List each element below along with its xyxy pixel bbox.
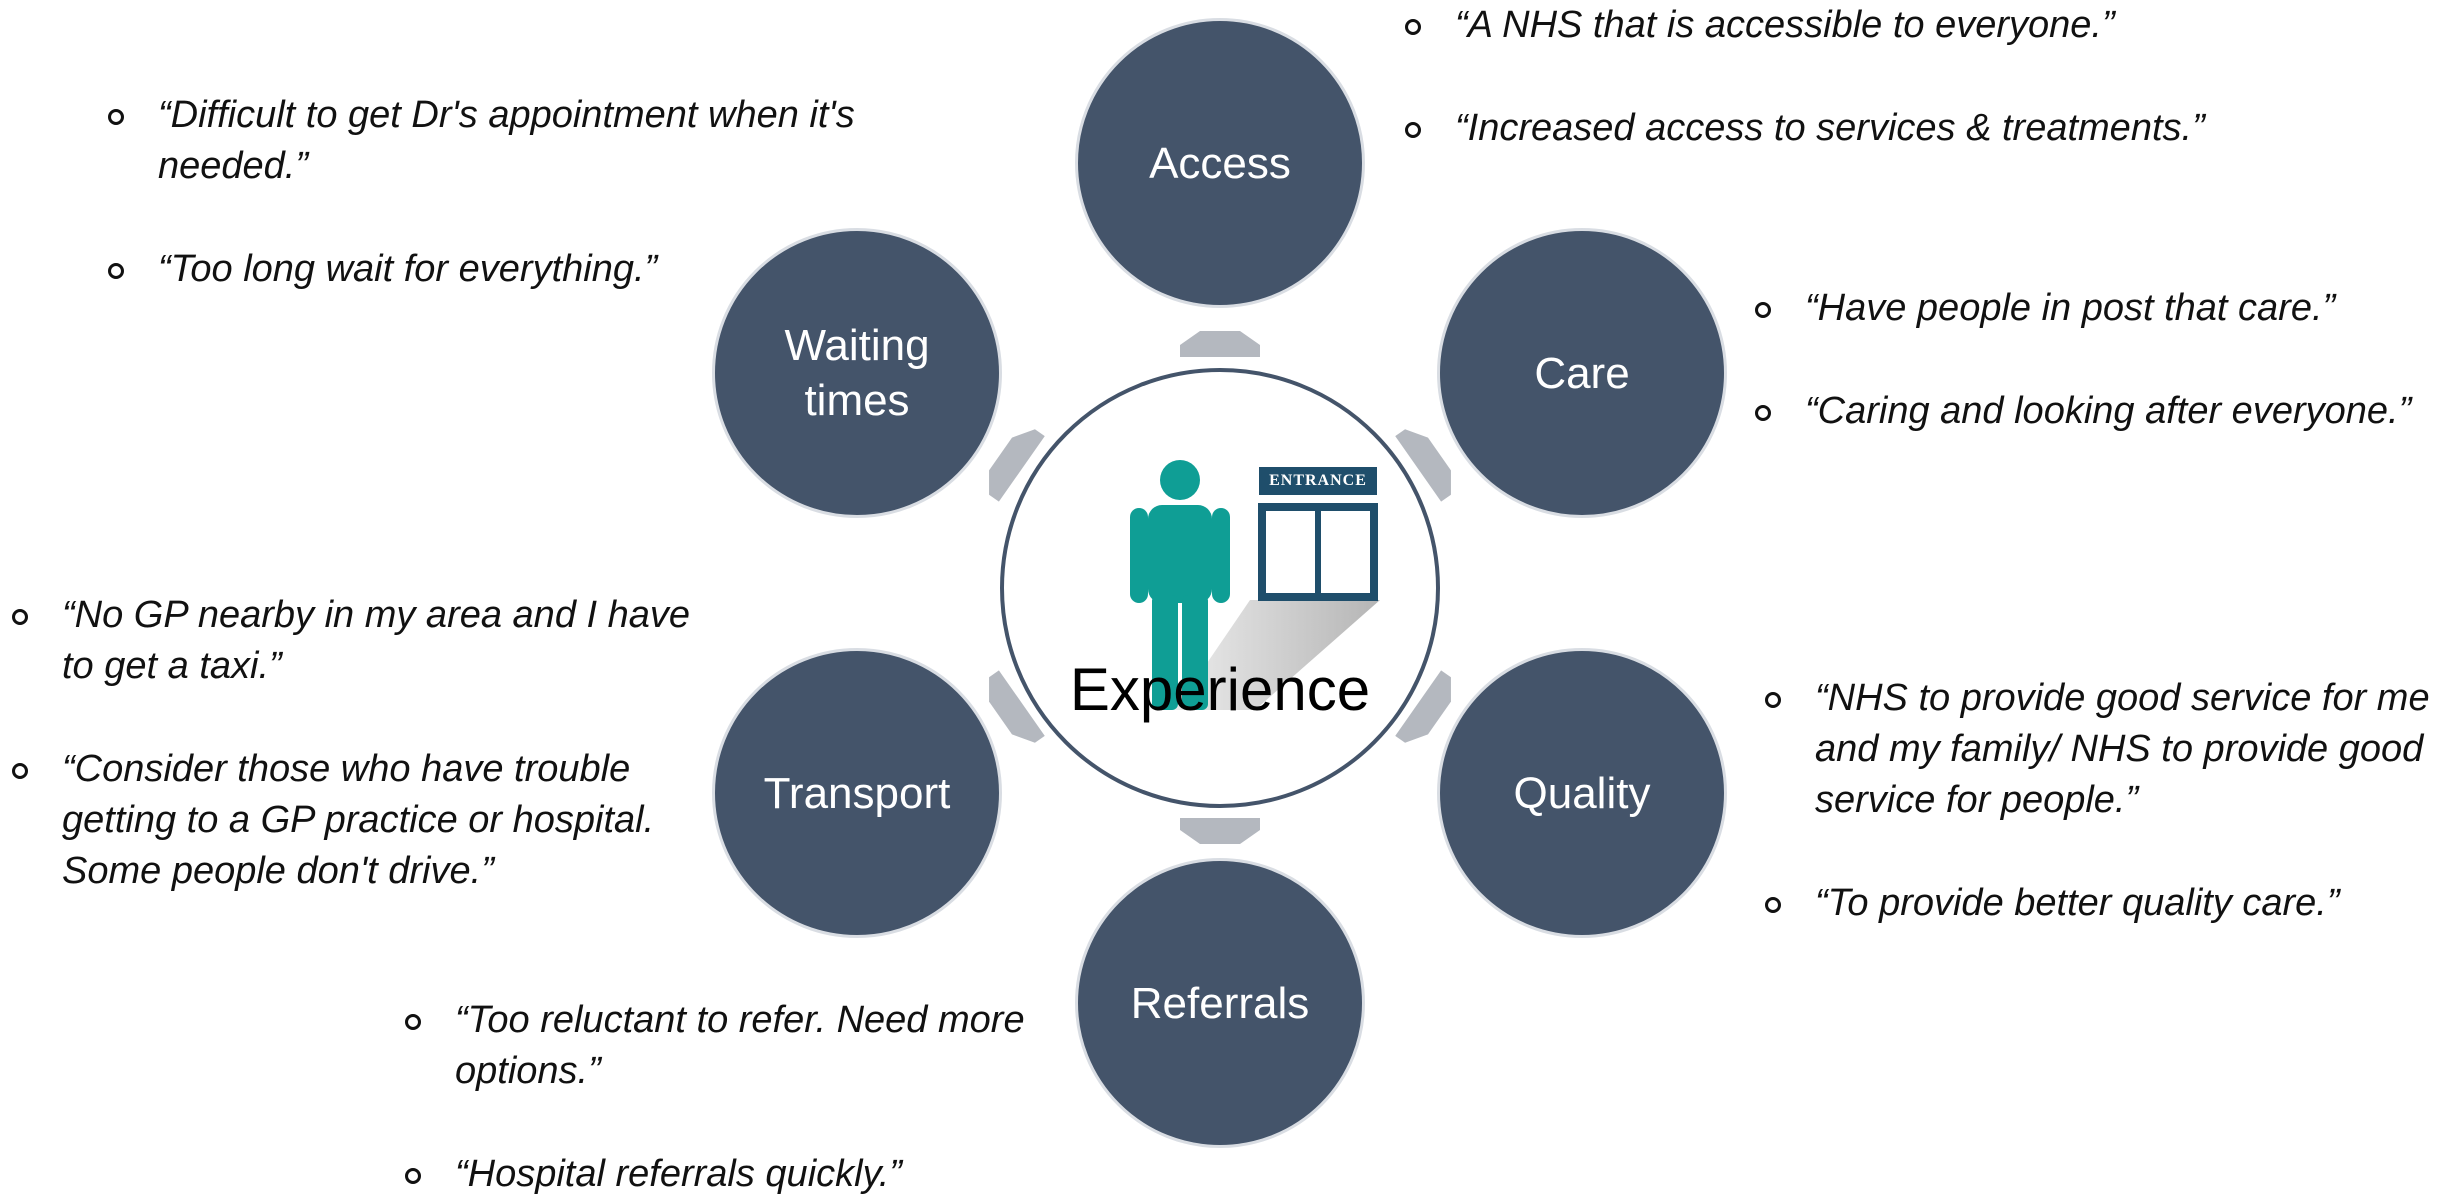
quote-item: “Too reluctant to refer. Need more optio…	[405, 995, 1095, 1097]
bullet-circle-icon	[1405, 122, 1421, 138]
quote-item: “A NHS that is accessible to everyone.”	[1405, 0, 2445, 51]
quotes-waiting-times: “Difficult to get Dr's appointment when …	[108, 90, 888, 295]
bullet-circle-icon	[108, 109, 124, 125]
node-access-label: Access	[1149, 138, 1291, 188]
quotes-transport: “No GP nearby in my area and I have to g…	[12, 590, 712, 897]
quote-text: “NHS to provide good service for me and …	[1815, 677, 2430, 821]
quote-item: “Increased access to services & treatmen…	[1405, 103, 2445, 154]
bullet-circle-icon	[405, 1168, 421, 1184]
quote-text: “Difficult to get Dr's appointment when …	[158, 94, 855, 187]
node-quality-label: Quality	[1513, 768, 1651, 818]
node-waiting-times-label: Waiting times	[784, 321, 930, 425]
entrance-door-icon	[1258, 467, 1378, 601]
node-referrals-label: Referrals	[1130, 978, 1310, 1028]
floor-shadow	[1175, 600, 1380, 710]
bullet-circle-icon	[1765, 692, 1781, 708]
node-care: Care	[1437, 228, 1727, 518]
node-quality: Quality	[1437, 648, 1727, 938]
quotes-access: “A NHS that is accessible to everyone.” …	[1405, 0, 2445, 154]
quote-text: “Increased access to services & treatmen…	[1455, 107, 2205, 149]
arrow-icon-transport	[989, 670, 1045, 743]
quote-text: “Hospital referrals quickly.”	[455, 1153, 902, 1195]
bullet-circle-icon	[1755, 302, 1771, 318]
arrow-icon-care	[1395, 429, 1451, 502]
quote-item: “Caring and looking after everyone.”	[1755, 386, 2445, 437]
quote-text: “Too long wait for everything.”	[158, 248, 658, 290]
quote-item: “Too long wait for everything.”	[108, 244, 888, 295]
quote-item: “Hospital referrals quickly.”	[405, 1149, 1095, 1200]
node-care-label: Care	[1534, 348, 1630, 398]
bullet-circle-icon	[1755, 405, 1771, 421]
person-icon	[1130, 460, 1230, 710]
quote-text: “Too reluctant to refer. Need more optio…	[455, 999, 1025, 1092]
quote-text: “A NHS that is accessible to everyone.”	[1455, 4, 2115, 46]
node-transport-label: Transport	[763, 768, 951, 818]
quotes-referrals: “Too reluctant to refer. Need more optio…	[405, 995, 1095, 1200]
entrance-sign-text: ENTRANCE	[1269, 472, 1367, 489]
bullet-circle-icon	[1765, 897, 1781, 913]
quote-item: “To provide better quality care.”	[1765, 878, 2445, 929]
quotes-care: “Have people in post that care.” “Caring…	[1755, 283, 2445, 437]
node-transport: Transport	[712, 648, 1002, 938]
quote-item: “Consider those who have trouble getting…	[12, 744, 712, 897]
center-label: Experience	[1069, 656, 1371, 723]
bullet-circle-icon	[1405, 19, 1421, 35]
quote-text: “No GP nearby in my area and I have to g…	[62, 594, 691, 687]
arrow-icon-quality	[1395, 670, 1451, 743]
quote-item: “No GP nearby in my area and I have to g…	[12, 590, 712, 692]
bullet-circle-icon	[12, 609, 28, 625]
node-waiting-times: Waiting times	[712, 228, 1002, 518]
quote-item: “Have people in post that care.”	[1755, 283, 2445, 334]
bullet-circle-icon	[405, 1014, 421, 1030]
quote-text: “Consider those who have trouble getting…	[62, 748, 655, 892]
arrow-icon-referrals	[1180, 818, 1260, 844]
quote-item: “NHS to provide good service for me and …	[1765, 673, 2445, 826]
quote-text: “Have people in post that care.”	[1805, 287, 2336, 329]
bullet-circle-icon	[12, 763, 28, 779]
quotes-quality: “NHS to provide good service for me and …	[1765, 673, 2445, 929]
quote-item: “Difficult to get Dr's appointment when …	[108, 90, 888, 192]
quote-text: “Caring and looking after everyone.”	[1805, 390, 2412, 432]
node-referrals: Referrals	[1075, 858, 1365, 1148]
node-access: Access	[1075, 18, 1365, 308]
bullet-circle-icon	[108, 263, 124, 279]
arrow-icon-waiting	[989, 429, 1045, 502]
quote-text: “To provide better quality care.”	[1815, 882, 2340, 924]
arrow-icon-access	[1180, 331, 1260, 357]
